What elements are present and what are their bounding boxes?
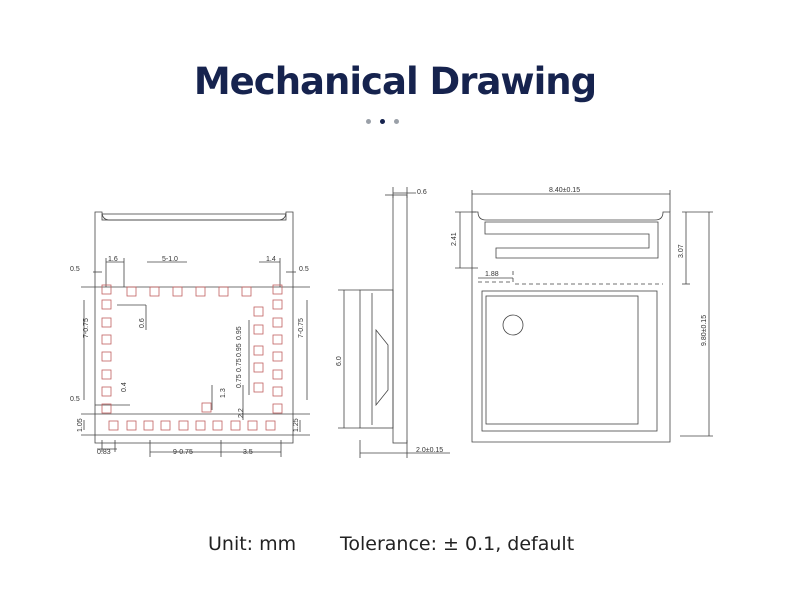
antenna-strip [101, 213, 287, 221]
page-title: Mechanical Drawing [193, 60, 597, 103]
pad [272, 284, 283, 295]
pad [253, 324, 264, 335]
side-view-dims: 0.6 6.0 2.0±0.15 [336, 189, 443, 454]
dim-label: 6.0 [336, 356, 343, 366]
dim-label: 0.75 [236, 374, 243, 388]
dim-label: 8.40±0.15 [549, 187, 580, 194]
front-view-dims: 1.6 5-1.0 1.4 0.5 0.5 7-0.75 7-0.75 0.6 … [70, 256, 309, 456]
pad [253, 362, 264, 373]
dim-label: 0.5 [299, 266, 309, 273]
pad [143, 420, 154, 431]
pad [172, 286, 183, 297]
dim-label: 2.2 [238, 408, 245, 418]
top-view [455, 190, 713, 443]
dim-label: 2.0±0.15 [416, 447, 443, 454]
pin1-marker [502, 314, 524, 336]
pad [253, 306, 264, 317]
pad [178, 420, 189, 431]
dim-label: 9-0.75 [173, 449, 193, 456]
tolerance-text: Tolerance: ± 0.1, default [340, 533, 575, 555]
dim-label: 9.80±0.15 [701, 315, 708, 346]
pad [253, 345, 264, 356]
pad [101, 351, 112, 362]
dim-label: 0.5 [70, 266, 80, 273]
side-shield [359, 289, 394, 429]
pad [218, 286, 229, 297]
dim-label: 1.3 [220, 388, 227, 398]
side-view [338, 187, 450, 458]
dim-label: 0.95 [236, 326, 243, 340]
pad [101, 299, 112, 310]
shield-can [481, 290, 658, 432]
page-dot-3[interactable] [394, 119, 399, 124]
dim-label: 3.5 [243, 449, 253, 456]
pad [247, 420, 258, 431]
pad [201, 402, 212, 413]
front-view [81, 211, 310, 457]
dim-label: 7-0.75 [83, 318, 90, 338]
pad [160, 420, 171, 431]
dim-label: 1.4 [266, 256, 276, 263]
pad [195, 286, 206, 297]
dim-label: 1.88 [485, 271, 499, 278]
dim-label: 2.41 [451, 232, 458, 246]
pad [212, 420, 223, 431]
pad [272, 386, 283, 397]
dim-label: 7-0.75 [298, 318, 305, 338]
page-dot-2[interactable] [380, 119, 385, 124]
shield-can-inner [485, 295, 639, 425]
pad [195, 420, 206, 431]
pad [265, 420, 276, 431]
pad [126, 420, 137, 431]
pad [272, 403, 283, 414]
dim-label: 0.95 [236, 343, 243, 357]
top-view-dims: 8.40±0.15 2.41 1.88 3.07 9.80±0.15 [451, 187, 708, 346]
page-dot-1[interactable] [366, 119, 371, 124]
dim-label: 0.4 [121, 382, 128, 392]
dim-label: 0.6 [417, 189, 427, 196]
pad [101, 403, 112, 414]
pad [272, 351, 283, 362]
dim-label: 1.05 [77, 418, 84, 432]
dim-label: 0.83 [97, 449, 111, 456]
dim-label: 1.25 [293, 418, 300, 432]
dim-label: 5-1.0 [162, 256, 178, 263]
pad [253, 382, 264, 393]
unit-text: Unit: mm [208, 533, 297, 555]
pad [149, 286, 160, 297]
keepout-line [478, 270, 663, 285]
pad [126, 286, 137, 297]
pad [101, 386, 112, 397]
dim-label: 3.07 [678, 244, 685, 258]
dim-label: 0.6 [139, 318, 146, 328]
pad [241, 286, 252, 297]
pad [272, 299, 283, 310]
pad [101, 284, 112, 295]
front-pads [101, 284, 283, 431]
antenna-trace [484, 221, 659, 259]
dim-label: 0.75 [236, 358, 243, 372]
pad [272, 334, 283, 345]
top-outline [471, 211, 671, 443]
dim-label: 1.6 [108, 256, 118, 263]
pad [101, 369, 112, 380]
side-pcb [392, 194, 408, 444]
side-shield-detail [371, 293, 389, 425]
pad [230, 420, 241, 431]
pad [272, 317, 283, 328]
pad [108, 420, 119, 431]
pad [272, 369, 283, 380]
pad [101, 334, 112, 345]
pad [101, 317, 112, 328]
pagination-dots [366, 119, 416, 127]
dim-label: 0.5 [70, 396, 80, 403]
